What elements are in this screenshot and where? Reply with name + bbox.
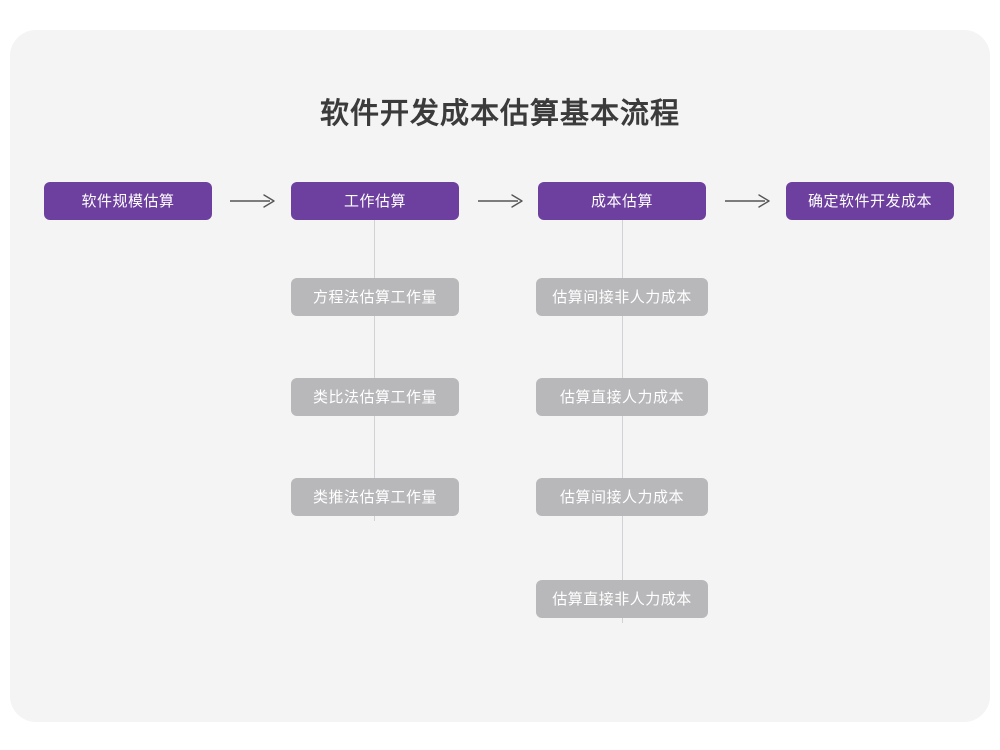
flow-node-step4[interactable]: 确定软件开发成本 — [786, 182, 954, 220]
branch-node-2-2-label: 估算直接人力成本 — [559, 388, 684, 406]
flow-node-step1[interactable]: 软件规模估算 — [44, 182, 212, 220]
flow-node-step4-label: 确定软件开发成本 — [807, 192, 932, 210]
flow-node-step1-label: 软件规模估算 — [81, 192, 175, 210]
flow-node-step3[interactable]: 成本估算 — [538, 182, 706, 220]
flow-node-step2[interactable]: 工作估算 — [291, 182, 459, 220]
branch-node-1-3-label: 类推法估算工作量 — [312, 488, 437, 506]
flow-node-step3-label: 成本估算 — [590, 192, 653, 210]
page-title: 软件开发成本估算基本流程 — [319, 98, 680, 130]
branch-node-2-1[interactable]: 估算间接非人力成本 — [536, 278, 708, 316]
branch-node-2-1-label: 估算间接非人力成本 — [552, 288, 692, 306]
branch-node-2-4[interactable]: 估算直接非人力成本 — [536, 580, 708, 618]
connector-line-branch-1 — [374, 211, 375, 521]
branch-node-2-3[interactable]: 估算间接人力成本 — [536, 478, 708, 516]
branch-node-2-4-label: 估算直接非人力成本 — [552, 590, 692, 608]
branch-node-1-3[interactable]: 类推法估算工作量 — [291, 478, 459, 516]
branch-node-1-1-label: 方程法估算工作量 — [312, 288, 437, 306]
flow-node-step2-label: 工作估算 — [343, 192, 406, 210]
diagram-card — [10, 30, 990, 722]
branch-node-1-1[interactable]: 方程法估算工作量 — [291, 278, 459, 316]
branch-node-2-2[interactable]: 估算直接人力成本 — [536, 378, 708, 416]
branch-node-2-3-label: 估算间接人力成本 — [559, 488, 684, 506]
branch-node-1-2[interactable]: 类比法估算工作量 — [291, 378, 459, 416]
arrow-right-icon-3 — [725, 194, 770, 208]
connector-line-branch-2 — [622, 211, 623, 623]
arrow-right-icon-2 — [478, 194, 523, 208]
arrow-right-icon-1 — [230, 194, 275, 208]
branch-node-1-2-label: 类比法估算工作量 — [312, 388, 437, 406]
